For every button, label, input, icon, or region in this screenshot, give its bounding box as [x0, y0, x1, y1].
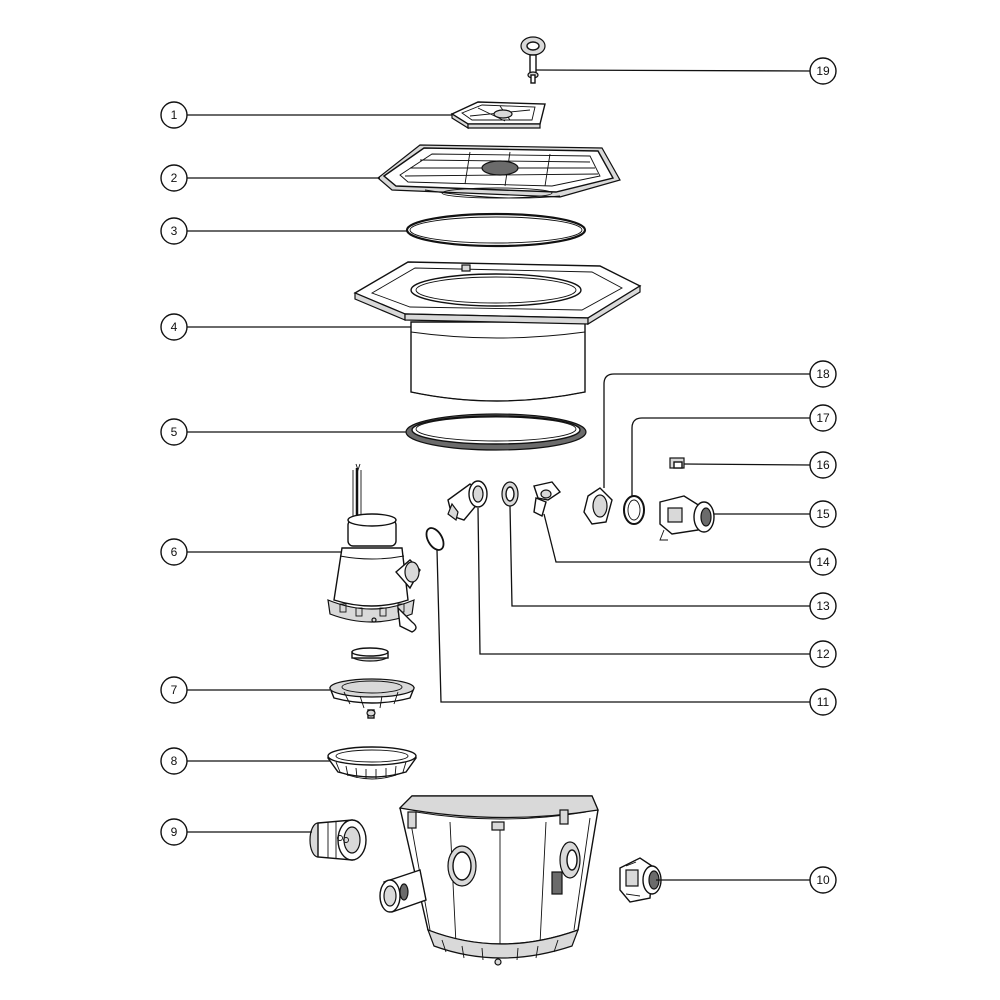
callout-16-label: 16: [816, 458, 830, 472]
leader-17: [631, 417, 810, 496]
part-2-large-grate: [377, 144, 621, 199]
callout-9-label: 9: [171, 825, 178, 839]
part-7-impeller-plate: [329, 647, 415, 719]
callout-16: 16: [809, 451, 837, 479]
callout-19: 19: [809, 57, 837, 85]
callout-4: 4: [160, 313, 188, 341]
callout-9: 9: [160, 818, 188, 846]
part-19-key: [520, 36, 546, 84]
callout-8-label: 8: [171, 754, 178, 768]
callout-3-label: 3: [171, 224, 178, 238]
callout-3: 3: [160, 217, 188, 245]
callout-1: 1: [160, 101, 188, 129]
part-17-clamp-ring: [623, 495, 645, 525]
callout-2-label: 2: [171, 171, 178, 185]
callout-5-label: 5: [171, 425, 178, 439]
callout-13-label: 13: [816, 599, 830, 613]
part-5-gasket-ring: [405, 413, 587, 451]
leader-18: [603, 373, 810, 488]
part-4-frame-sleeve: [353, 261, 642, 402]
callout-17-label: 17: [816, 411, 830, 425]
callout-12-label: 12: [816, 647, 830, 661]
callout-4-label: 4: [171, 320, 178, 334]
callout-19-label: 19: [816, 64, 830, 78]
part-18-adapter: [583, 487, 613, 525]
callout-8: 8: [160, 747, 188, 775]
part-9-outlet-fitting: [309, 819, 367, 861]
leader-14: [543, 513, 810, 563]
part-14-clip-valve: [533, 481, 562, 518]
callout-2: 2: [160, 164, 188, 192]
callout-15-label: 15: [816, 507, 830, 521]
part-13-seal-ring: [501, 481, 519, 507]
leader-16: [683, 463, 811, 466]
leader-19: [535, 69, 811, 72]
part-6-pump-motor: [327, 463, 421, 633]
callout-7: 7: [160, 676, 188, 704]
callout-15: 15: [809, 500, 837, 528]
part-11-small-o-ring: [425, 527, 445, 551]
callout-10: 10: [809, 866, 837, 894]
callout-12: 12: [809, 640, 837, 668]
callout-14: 14: [809, 548, 837, 576]
leader-13: [509, 505, 810, 607]
callout-7-label: 7: [171, 683, 178, 697]
leader-lines: [187, 69, 811, 881]
callout-11: 11: [809, 688, 837, 716]
leader-11: [436, 549, 810, 703]
callout-5: 5: [160, 418, 188, 446]
callout-1-label: 1: [171, 108, 178, 122]
part-3-o-ring: [405, 212, 587, 248]
part-10-side-connector: [619, 857, 662, 903]
part-16-small-clip: [669, 457, 685, 469]
callout-6: 6: [160, 538, 188, 566]
main-basin-tank: [379, 795, 599, 966]
part-1-small-grate: [450, 101, 546, 130]
callout-14-label: 14: [816, 555, 830, 569]
part-8-strainer-basket: [326, 746, 418, 780]
callout-17: 17: [809, 404, 837, 432]
callout-18: 18: [809, 360, 837, 388]
callout-10-label: 10: [816, 873, 830, 887]
part-12-elbow-fitting: [447, 480, 488, 522]
part-15-connector-body: [659, 495, 715, 541]
leader-12: [477, 507, 810, 655]
callout-13: 13: [809, 592, 837, 620]
callout-6-label: 6: [171, 545, 178, 559]
callout-18-label: 18: [816, 367, 830, 381]
callout-11-label: 11: [817, 695, 830, 709]
